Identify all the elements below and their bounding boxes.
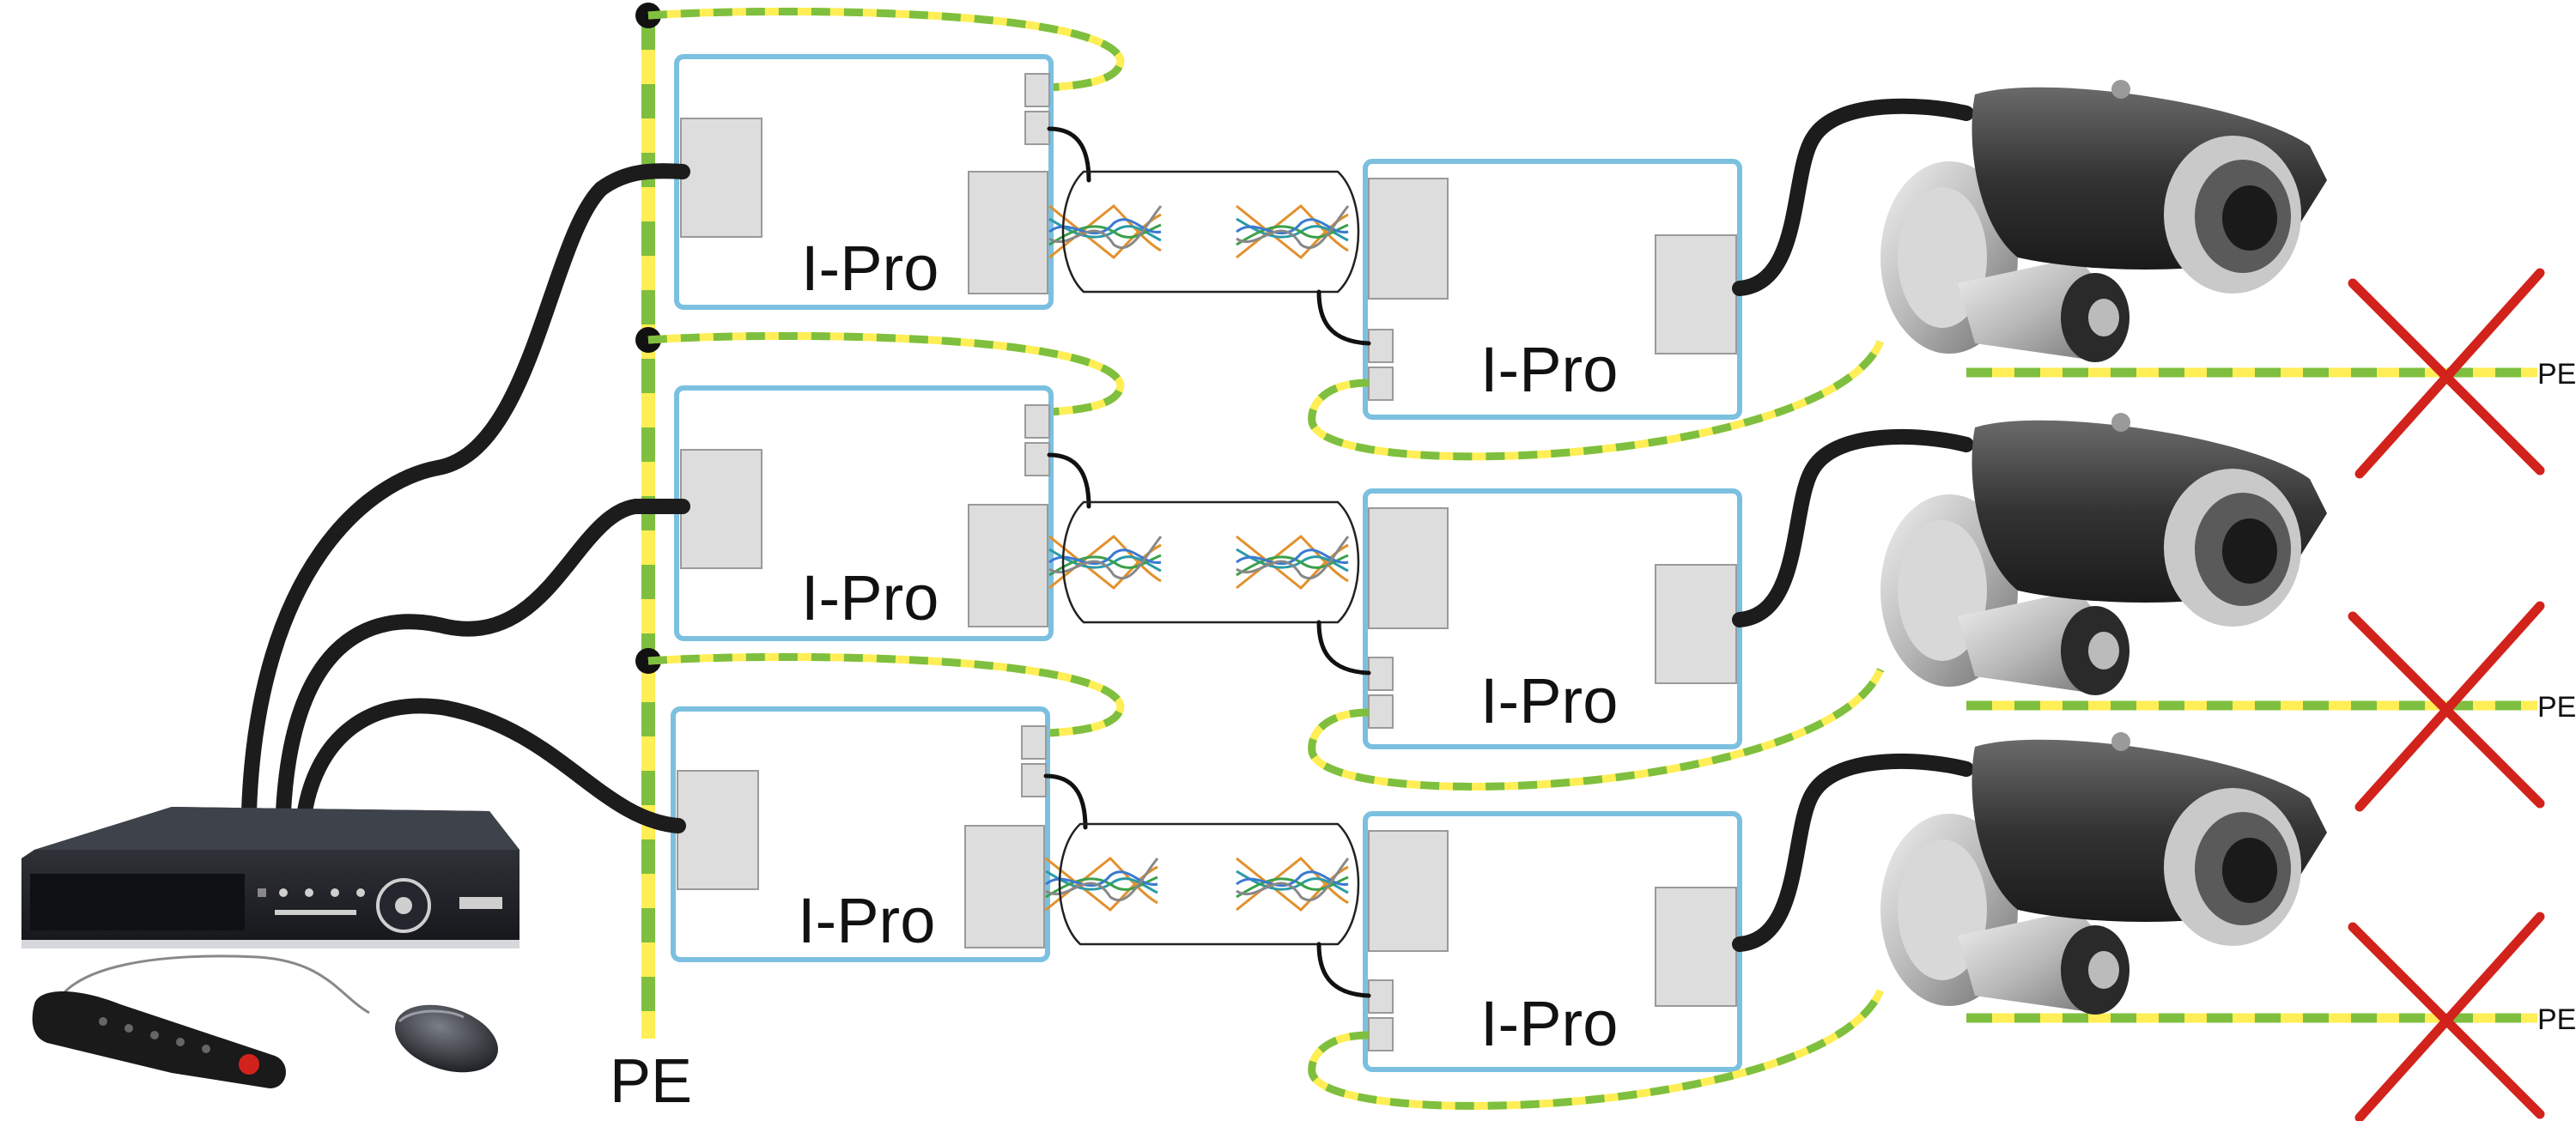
terminal-block	[1368, 178, 1449, 300]
pe-label-main: PE	[610, 1047, 692, 1116]
ground-terminal	[1368, 694, 1394, 729]
ipro-module-left	[671, 706, 1050, 962]
usb-cord	[50, 954, 370, 1018]
ground-terminal	[1021, 725, 1047, 760]
cable-sleeve	[1058, 822, 1360, 946]
pe-label-camera: PE	[2537, 358, 2576, 391]
cable-sleeve	[1061, 170, 1360, 294]
ipro-label-left: I-Pro	[801, 233, 939, 304]
disconnect-cross	[2354, 912, 2545, 1121]
coax-cable	[241, 163, 690, 819]
signal-terminal	[1368, 979, 1394, 1014]
ipro-module-left	[674, 54, 1054, 310]
bnc-port-block	[1655, 887, 1737, 1007]
pe-label-camera: PE	[2537, 691, 2576, 724]
ipro-label-right: I-Pro	[1480, 988, 1618, 1059]
signal-terminal	[1368, 657, 1394, 691]
bnc-port-block	[1655, 234, 1737, 354]
ipro-label-left: I-Pro	[798, 885, 935, 956]
ground-terminal	[1024, 404, 1050, 439]
ground-terminal	[1368, 367, 1394, 401]
dvr-icon	[21, 807, 519, 948]
disconnect-cross	[2354, 601, 2545, 812]
bnc-port-block	[680, 449, 762, 569]
coax-cable	[297, 698, 686, 833]
disconnect-cross	[2354, 268, 2545, 479]
ipro-label-right: I-Pro	[1480, 334, 1618, 405]
remote-control-icon	[32, 991, 286, 1088]
coax-cable	[276, 499, 690, 819]
terminal-block	[968, 171, 1048, 294]
ipro-label-left: I-Pro	[801, 562, 939, 633]
channel-1: I-Pro I-Pro PE	[647, 7, 2576, 479]
cable-sleeve	[1061, 500, 1360, 624]
bnc-port-block	[1655, 564, 1737, 684]
bnc-port-block	[677, 770, 759, 890]
terminal-block	[968, 504, 1048, 627]
ground-terminal	[1368, 1017, 1394, 1051]
signal-terminal	[1024, 111, 1050, 145]
cctv-camera-icon	[1880, 732, 2327, 1015]
terminal-block	[1368, 830, 1449, 952]
bnc-port-block	[680, 118, 762, 238]
terminal-block	[1368, 507, 1449, 629]
terminal-block	[964, 825, 1045, 948]
cctv-camera-icon	[1880, 413, 2327, 695]
signal-terminal	[1024, 442, 1050, 476]
channel-3: I-Pro I-Pro PE	[647, 652, 2576, 1121]
cctv-camera-icon	[1880, 80, 2327, 362]
ipro-label-right: I-Pro	[1480, 665, 1618, 736]
mouse-icon	[394, 1004, 499, 1073]
pe-label-camera: PE	[2537, 1003, 2576, 1036]
signal-terminal	[1021, 763, 1047, 797]
ground-terminal	[1024, 73, 1050, 107]
channel-2: I-Pro I-Pro PE	[647, 331, 2576, 812]
signal-terminal	[1368, 329, 1394, 363]
